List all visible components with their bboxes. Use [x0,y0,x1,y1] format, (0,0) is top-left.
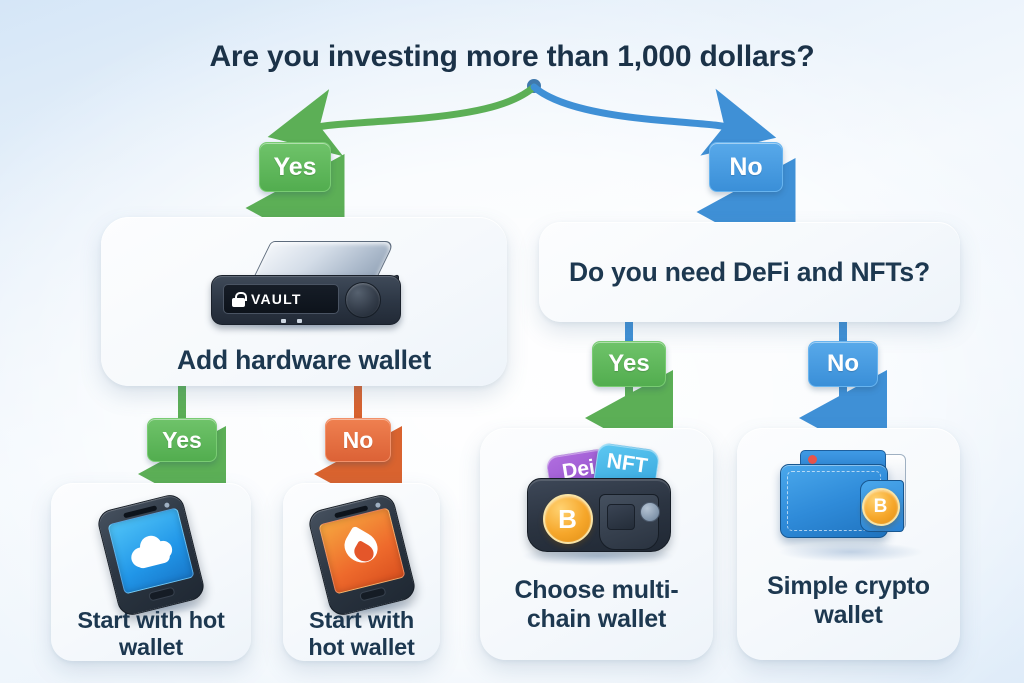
edge-root-yes [267,83,538,157]
bitcoin-coin-icon: B [542,494,593,544]
node-choose-multichain-wallet[interactable]: Dei NFT B Choose multi- chain wallet [480,428,713,660]
hardware-wallet-icon: VAULT [189,233,419,343]
multichain-bag-icon: Dei NFT B [507,441,687,570]
page-title: Are you investing more than 1,000 dollar… [209,40,815,73]
smartphone-cloud-icon [95,491,207,619]
bitcoin-coin-icon: B [861,488,900,526]
node-label-hardware: Add hardware wallet [177,345,431,375]
badge-root-no[interactable]: No [709,142,783,192]
branch-hub-dot [527,79,541,93]
blue-wallet-icon: B [764,442,934,566]
flame-icon [338,525,385,576]
edge-root-no [530,83,777,156]
badge-root-yes[interactable]: Yes [259,142,331,192]
badge-hardware-yes[interactable]: Yes [147,418,217,462]
node-defi-question[interactable]: Do you need DeFi and NFTs? [539,222,960,322]
badge-defi-no[interactable]: No [808,341,878,387]
cloud-icon [127,531,175,570]
smartphone-flame-icon [305,491,418,619]
badge-hardware-no[interactable]: No [325,418,391,462]
node-label-hot-wallet-left: Start with hot wallet [77,606,225,660]
node-add-hardware-wallet[interactable]: VAULT Add hardware wallet [101,217,507,386]
lock-icon [232,291,247,307]
device-screen-text: VAULT [251,291,302,307]
node-simple-crypto-wallet[interactable]: B Simple crypto wallet [737,428,960,660]
node-label-defi-question: Do you need DeFi and NFTs? [569,256,930,287]
node-start-hot-wallet-right[interactable]: Start with hot wallet [283,483,440,661]
node-label-multichain: Choose multi- chain wallet [514,576,679,633]
node-start-hot-wallet-left[interactable]: Start with hot wallet [51,483,251,661]
badge-defi-yes[interactable]: Yes [592,341,666,387]
node-label-simple: Simple crypto wallet [767,572,930,629]
